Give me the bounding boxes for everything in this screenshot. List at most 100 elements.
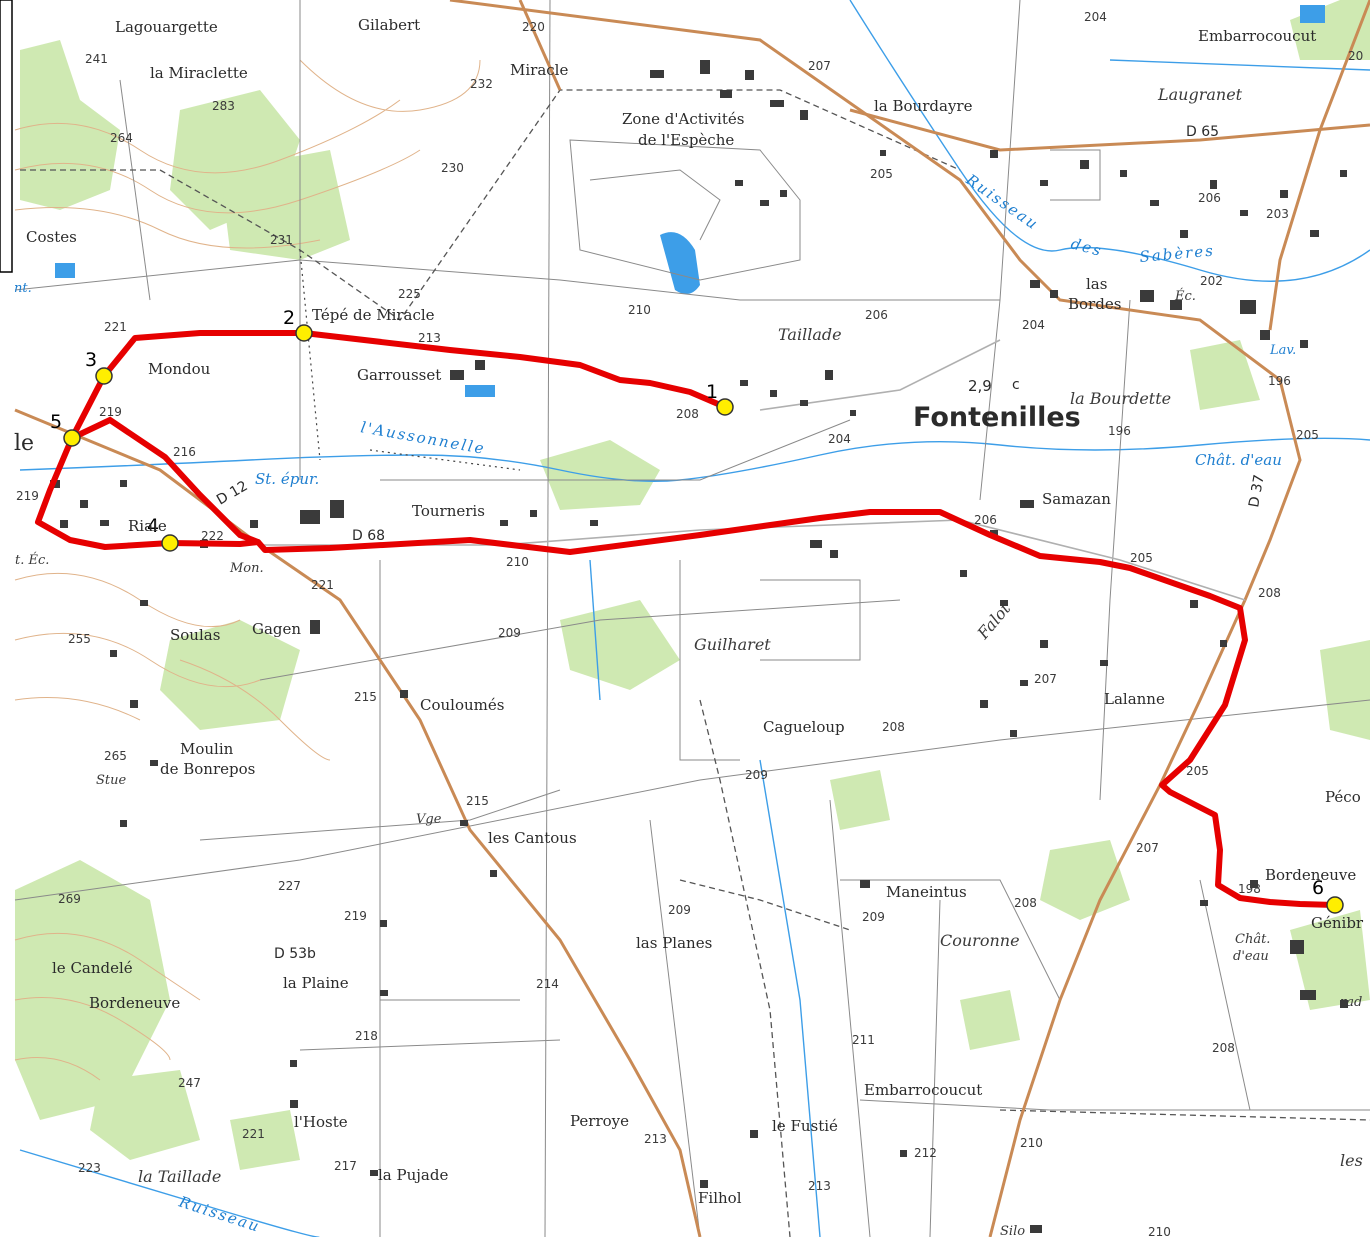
place-chat-2b: d'eau <box>1233 949 1269 964</box>
place-tourneris: Tourneris <box>412 502 485 520</box>
svg-text:283: 283 <box>212 99 235 113</box>
svg-text:215: 215 <box>466 794 489 808</box>
place-silo: Silo <box>1000 1224 1025 1237</box>
place-mon: Mon. <box>229 561 264 576</box>
place-lhoste: l'Hoste <box>294 1113 348 1131</box>
place-las-1: las <box>1086 275 1107 293</box>
hiking-route[interactable] <box>35 330 1338 908</box>
place-filhol: Filhol <box>698 1189 742 1207</box>
place-labels: Lagouargette Gilabert Miracle la Miracle… <box>14 16 1364 1237</box>
svg-text:204: 204 <box>1084 10 1107 24</box>
svg-text:206: 206 <box>1198 191 1221 205</box>
place-zone-2: de l'Espèche <box>638 131 734 149</box>
svg-text:221: 221 <box>311 578 334 592</box>
svg-text:232: 232 <box>470 77 493 91</box>
svg-text:223: 223 <box>78 1161 101 1175</box>
svg-text:204: 204 <box>828 432 851 446</box>
svg-text:210: 210 <box>628 303 651 317</box>
svg-text:221: 221 <box>104 320 127 334</box>
place-soulas: Soulas <box>170 626 220 644</box>
place-chat-2a: Chât. <box>1235 932 1270 947</box>
svg-text:203: 203 <box>1266 207 1289 221</box>
place-le-fustie: le Fustié <box>772 1117 838 1135</box>
place-couronne: Couronne <box>940 931 1020 950</box>
svg-text:206: 206 <box>865 308 888 322</box>
svg-text:241: 241 <box>85 52 108 66</box>
svg-text:196: 196 <box>1108 424 1131 438</box>
svg-text:210: 210 <box>1020 1136 1043 1150</box>
svg-text:209: 209 <box>862 910 885 924</box>
place-ec2: t. Éc. <box>15 552 49 568</box>
place-les: les <box>1340 1151 1363 1170</box>
svg-text:209: 209 <box>745 768 768 782</box>
svg-text:269: 269 <box>58 892 81 906</box>
place-taillade: Taillade <box>778 325 842 344</box>
waypoint-5[interactable]: 5 <box>50 411 81 447</box>
frame-edge <box>0 0 13 273</box>
place-laugranet: Laugranet <box>1157 85 1243 104</box>
place-stue: Stue <box>96 773 127 788</box>
waypoint-4[interactable]: 4 <box>147 515 179 552</box>
place-ec: Éc. <box>1174 288 1196 304</box>
place-lalanne: Lalanne <box>1104 690 1165 708</box>
place-embarrocoucut-top: Embarrocoucut <box>1198 27 1316 45</box>
place-perroye: Perroye <box>570 1112 629 1130</box>
waypoint-label: 4 <box>147 515 159 537</box>
place-le-candele: le Candelé <box>52 959 133 977</box>
svg-text:198: 198 <box>1238 882 1261 896</box>
svg-text:211: 211 <box>852 1033 875 1047</box>
svg-text:247: 247 <box>178 1076 201 1090</box>
waypoint-2[interactable]: 2 <box>283 307 313 342</box>
waypoint-3[interactable]: 3 <box>85 349 113 385</box>
svg-text:212: 212 <box>914 1146 937 1160</box>
place-vge: Vge <box>416 812 442 827</box>
svg-text:213: 213 <box>808 1179 831 1193</box>
svg-text:213: 213 <box>418 331 441 345</box>
place-bordeneuve-r: Bordeneuve <box>1265 866 1356 884</box>
svg-text:207: 207 <box>1136 841 1159 855</box>
road-d37: D 37 <box>1246 473 1267 508</box>
svg-text:222: 222 <box>201 529 224 543</box>
place-miracle: Miracle <box>510 61 568 79</box>
place-moulin-2: de Bonrepos <box>160 760 255 778</box>
svg-text:210: 210 <box>506 555 529 569</box>
place-gilabert: Gilabert <box>358 16 420 34</box>
svg-text:206: 206 <box>974 513 997 527</box>
svg-text:213: 213 <box>644 1132 667 1146</box>
waypoint-6[interactable]: 6 <box>1312 877 1344 914</box>
svg-text:225: 225 <box>398 287 421 301</box>
svg-text:207: 207 <box>1034 672 1057 686</box>
place-la-bourdayre: la Bourdayre <box>874 97 973 115</box>
place-mondou: Mondou <box>148 360 211 378</box>
place-la-bourdette: la Bourdette <box>1070 389 1171 408</box>
place-la-taillade: la Taillade <box>138 1167 221 1186</box>
svg-text:216: 216 <box>173 445 196 459</box>
waypoint-label: 6 <box>1312 877 1324 899</box>
place-las-planes: las Planes <box>636 934 712 952</box>
svg-text:208: 208 <box>1258 586 1281 600</box>
place-samazan: Samazan <box>1042 490 1111 508</box>
svg-text:20: 20 <box>1348 49 1363 63</box>
svg-text:202: 202 <box>1200 274 1223 288</box>
ponds <box>55 5 1325 397</box>
waypoint-1[interactable]: 1 <box>706 381 734 416</box>
svg-text:221: 221 <box>242 1127 265 1141</box>
waypoint-label: 5 <box>50 411 62 433</box>
place-genibr: Génibr <box>1311 914 1364 932</box>
place-lagouargette: Lagouargette <box>115 18 218 36</box>
place-bordeneuve-l: Bordeneuve <box>89 994 180 1012</box>
svg-text:227: 227 <box>278 879 301 893</box>
place-chat-eau-1: Chât. d'eau <box>1195 451 1282 469</box>
boundaries <box>20 89 1370 1237</box>
svg-text:219: 219 <box>16 489 39 503</box>
svg-text:219: 219 <box>344 909 367 923</box>
road-dist: 2,9 <box>968 377 992 395</box>
place-peco: Péco <box>1325 788 1361 806</box>
svg-text:209: 209 <box>498 626 521 640</box>
svg-text:208: 208 <box>676 407 699 421</box>
svg-text:218: 218 <box>355 1029 378 1043</box>
waypoint-markers: 1 2 3 4 5 6 <box>50 307 1344 914</box>
place-guilharet: Guilharet <box>694 635 771 654</box>
road-d53b: D 53b <box>274 946 316 962</box>
